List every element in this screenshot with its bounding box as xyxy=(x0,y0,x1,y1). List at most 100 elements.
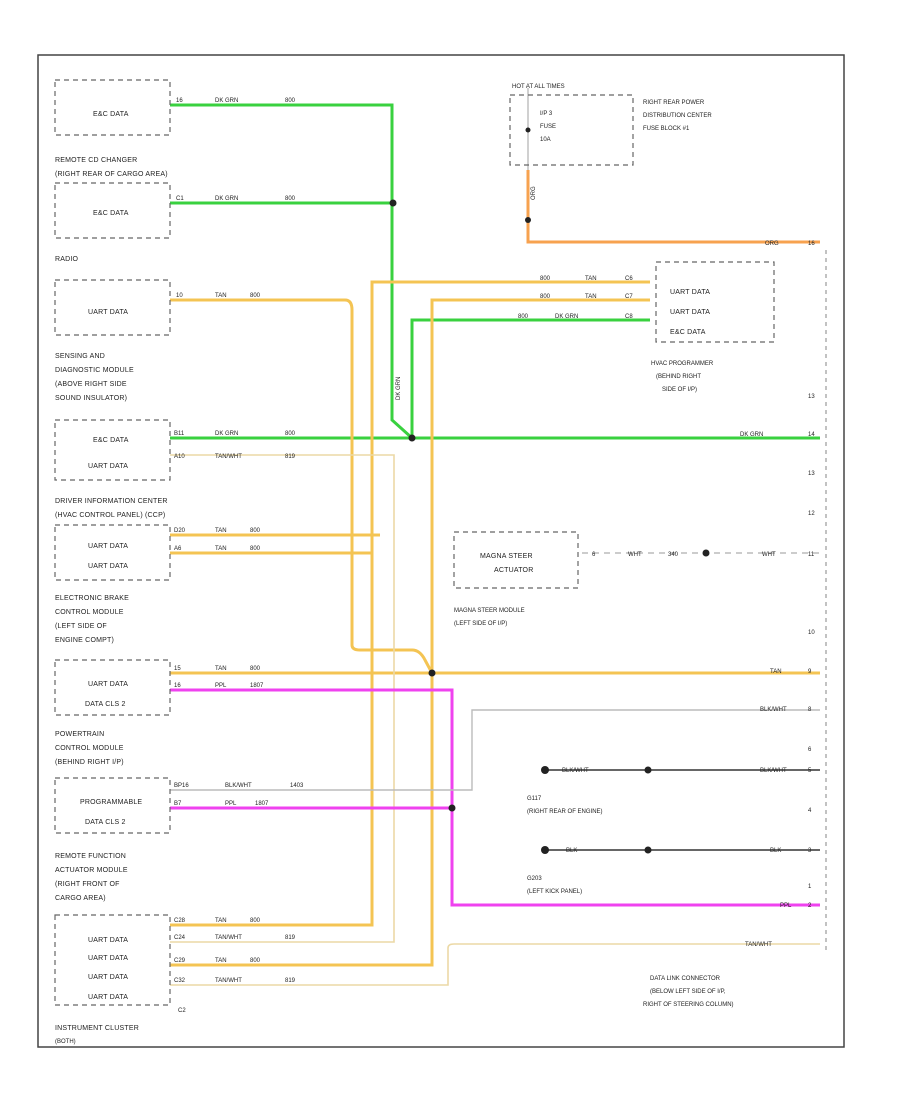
circuit-label-819-1: 819 xyxy=(285,454,296,460)
pin-magna: 6 xyxy=(592,552,596,558)
pin-cluster-conn: C2 xyxy=(178,1008,186,1014)
fuse-block-label-3: FUSE BLOCK #1 xyxy=(643,126,690,132)
splice-fuse-top xyxy=(525,127,531,133)
dlc-label-2: (BELOW LEFT SIDE OF I/P, xyxy=(650,989,726,995)
signal-uart-hvac-1: UART DATA xyxy=(670,289,710,296)
pcm-label-1: POWERTRAIN xyxy=(55,731,104,738)
dlc-label-1: DATA LINK CONNECTOR xyxy=(650,976,721,982)
signal-uart-hvac-2: UART DATA xyxy=(670,309,710,316)
splice-magna xyxy=(702,549,710,557)
dic-label-2: (HVAC CONTROL PANEL) (CCP) xyxy=(55,512,165,519)
pin-radio: 10 xyxy=(176,293,183,299)
module-box-pcm xyxy=(54,777,171,834)
pin-dlc-9: 9 xyxy=(808,669,812,675)
wire-label-tan-h1: TAN xyxy=(585,276,597,282)
hvac-label-2: (BEHIND RIGHT xyxy=(656,374,701,380)
pin-dic-1: D20 xyxy=(174,528,186,534)
signal-class2-pcm: DATA CLS 2 xyxy=(85,819,126,826)
pin-cd: C1 xyxy=(176,196,184,202)
circuit-label-800-5: 800 xyxy=(250,528,261,534)
radio-label: RADIO xyxy=(55,256,79,263)
pin-rfa-1: C28 xyxy=(174,918,186,924)
wire-label-org-vert: ORG xyxy=(531,186,537,200)
fuse-line-2: FUSE xyxy=(540,124,556,130)
pin-dlc-16: 16 xyxy=(808,241,815,247)
signal-ec-data-cd: E&C DATA xyxy=(93,210,129,217)
magna-actuator-2: ACTUATOR xyxy=(494,567,533,574)
signal-uart-radio: UART DATA xyxy=(88,309,128,316)
magna-actuator-1: MAGNA STEER xyxy=(480,553,533,560)
circuit-label-800-6: 800 xyxy=(250,546,261,552)
signal-programmable: PROGRAMMABLE xyxy=(80,799,142,806)
module-box-ec-top xyxy=(54,79,171,136)
signal-uart-cl-3: UART DATA xyxy=(88,974,128,981)
wire-label-tanwht-1: TAN/WHT xyxy=(215,454,242,460)
pin-rfa-3: C29 xyxy=(174,958,186,964)
sdm-label-4: SOUND INSULATOR) xyxy=(55,395,127,402)
sdm-label-2: DIAGNOSTIC MODULE xyxy=(55,367,134,374)
ebcm-label-2: CONTROL MODULE xyxy=(55,609,124,616)
pin-dlc-5: 5 xyxy=(808,768,812,774)
hvac-label-1: HVAC PROGRAMMER xyxy=(651,361,714,367)
wire-label-grn-dlc: DK GRN xyxy=(740,432,763,438)
sdm-label-3: (ABOVE RIGHT SIDE xyxy=(55,381,127,388)
pin-ebcm-1: 15 xyxy=(174,666,181,672)
g117-location: (RIGHT REAR OF ENGINE) xyxy=(527,809,603,815)
pin-dlc-8: 8 xyxy=(808,707,812,713)
signal-class2-ebcm: DATA CLS 2 xyxy=(85,701,126,708)
wire-label-grn-2: DK GRN xyxy=(215,196,238,202)
wire-label-wht-1: WHT xyxy=(628,552,642,558)
magna-label-1: MAGNA STEER MODULE xyxy=(454,608,525,614)
pin-sdm-2: A10 xyxy=(174,454,185,460)
wire-label-tan-6: TAN xyxy=(215,958,227,964)
wire-ppl-ebcm xyxy=(170,688,820,907)
pin-dic-2: A6 xyxy=(174,546,182,552)
module-box-dic xyxy=(54,524,171,581)
g203-name: G203 xyxy=(527,876,542,882)
rfa-label-4: CARGO AREA) xyxy=(55,895,106,902)
circuit-label-800-8: 800 xyxy=(250,918,261,924)
ebcm-label-1: ELECTRONIC BRAKE xyxy=(55,595,129,602)
circuit-label-1807-1: 1807 xyxy=(250,683,264,689)
magna-label-2: (LEFT SIDE OF I/P) xyxy=(454,621,507,627)
pin-rfa-2: C24 xyxy=(174,935,186,941)
pin-hvac-2: C7 xyxy=(625,294,633,300)
wire-label-tan-h2: TAN xyxy=(585,294,597,300)
pin-dlc-10: 10 xyxy=(808,630,815,636)
wire-org-fuse xyxy=(526,170,820,244)
rfa-label-2: ACTUATOR MODULE xyxy=(55,867,128,874)
remote-cd-changer-label: REMOTE CD CHANGER xyxy=(55,157,137,164)
signal-uart-cl-1: UART DATA xyxy=(88,937,128,944)
circuit-label-1403: 1403 xyxy=(290,783,304,789)
pin-dlc-12: 12 xyxy=(808,511,815,517)
circuit-label-1807-2: 1807 xyxy=(255,801,269,807)
splice-fuse xyxy=(525,217,531,223)
pcm-label-2: CONTROL MODULE xyxy=(55,745,124,752)
wire-label-blkwht-g117: BLK/WHT xyxy=(760,768,787,774)
circuit-label-800-9: 800 xyxy=(250,958,261,964)
wire-label-tanwht-dlc: TAN/WHT xyxy=(745,942,772,948)
pcm-label-3: (BEHIND RIGHT I/P) xyxy=(55,759,124,766)
signal-uart-dic-2: UART DATA xyxy=(88,563,128,570)
fuse-line-3: 10A xyxy=(540,137,551,143)
fuse-block-label-1: RIGHT REAR POWER xyxy=(643,100,705,106)
module-box-sdm xyxy=(54,419,171,481)
pin-dlc-4: 4 xyxy=(808,808,812,814)
circuit-label-800-7: 800 xyxy=(250,666,261,672)
wire-label-grn-vert: DK GRN xyxy=(396,377,402,400)
wire-label-tan-1: TAN xyxy=(215,293,227,299)
module-box-ebcm xyxy=(54,659,171,716)
wire-tan-hvac1 xyxy=(170,280,650,927)
wire-label-tan-2: TAN xyxy=(215,528,227,534)
splice-g117 xyxy=(644,766,652,774)
cluster-label: INSTRUMENT CLUSTER xyxy=(55,1025,139,1032)
wire-tan-rfa3 xyxy=(170,673,434,967)
dlc-label-3: RIGHT OF STEERING COLUMN) xyxy=(643,1002,734,1008)
pin-dlc-3: 3 xyxy=(808,848,812,854)
module-box-magna xyxy=(453,531,579,589)
diagram-frame xyxy=(37,54,845,1048)
rfa-label-1: REMOTE FUNCTION xyxy=(55,853,126,860)
splice-ppl-main xyxy=(448,804,456,812)
module-box-cd xyxy=(54,182,171,239)
